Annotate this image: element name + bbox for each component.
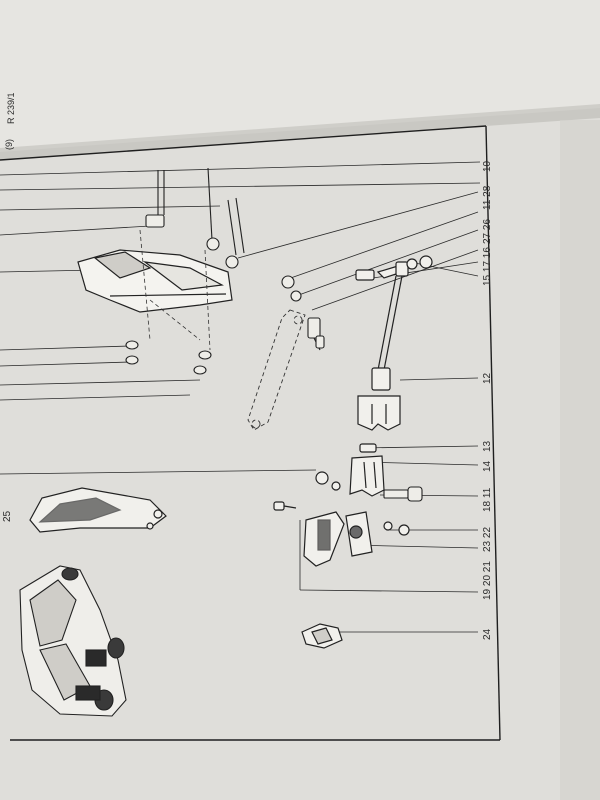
callout-27-26: 27 26 [482,218,493,244]
callout-10: 10 [482,160,493,172]
callout-14: 14 [482,460,493,472]
diagram-frame [0,125,501,741]
lock-plate [273,501,410,567]
ghost-bracket-outline [247,309,306,431]
callout-11-28: 11 28 [482,185,493,210]
callout-25: 25 [2,510,13,522]
mounting-bracket [29,487,167,533]
check-strap-rod [355,255,433,431]
callout-18-11: 18 11 [482,487,493,512]
page-ref-code-b: R 239/1 [6,92,16,124]
page-ref-code-a: (9) [4,139,14,150]
callout-23-22: 23 22 [482,526,493,552]
callout-24: 24 [482,628,493,640]
hinge-fasteners [125,167,245,375]
callout-13: 13 [482,440,493,452]
callout-19-20-21: 19 20 21 [482,561,493,600]
part-24 [301,623,343,649]
hinge-dashed-guides [139,229,211,351]
callout-12: 12 [482,372,493,384]
previous-page-edge [0,0,600,152]
leader-lines [0,161,481,633]
hinge-plate [77,249,233,313]
car-illustration [19,565,127,717]
callout-15-17-16: 15 17 16 [482,247,493,286]
hinge-bolt-set [281,275,325,351]
bolt-18 [383,486,423,502]
clevis-fork [315,443,385,497]
